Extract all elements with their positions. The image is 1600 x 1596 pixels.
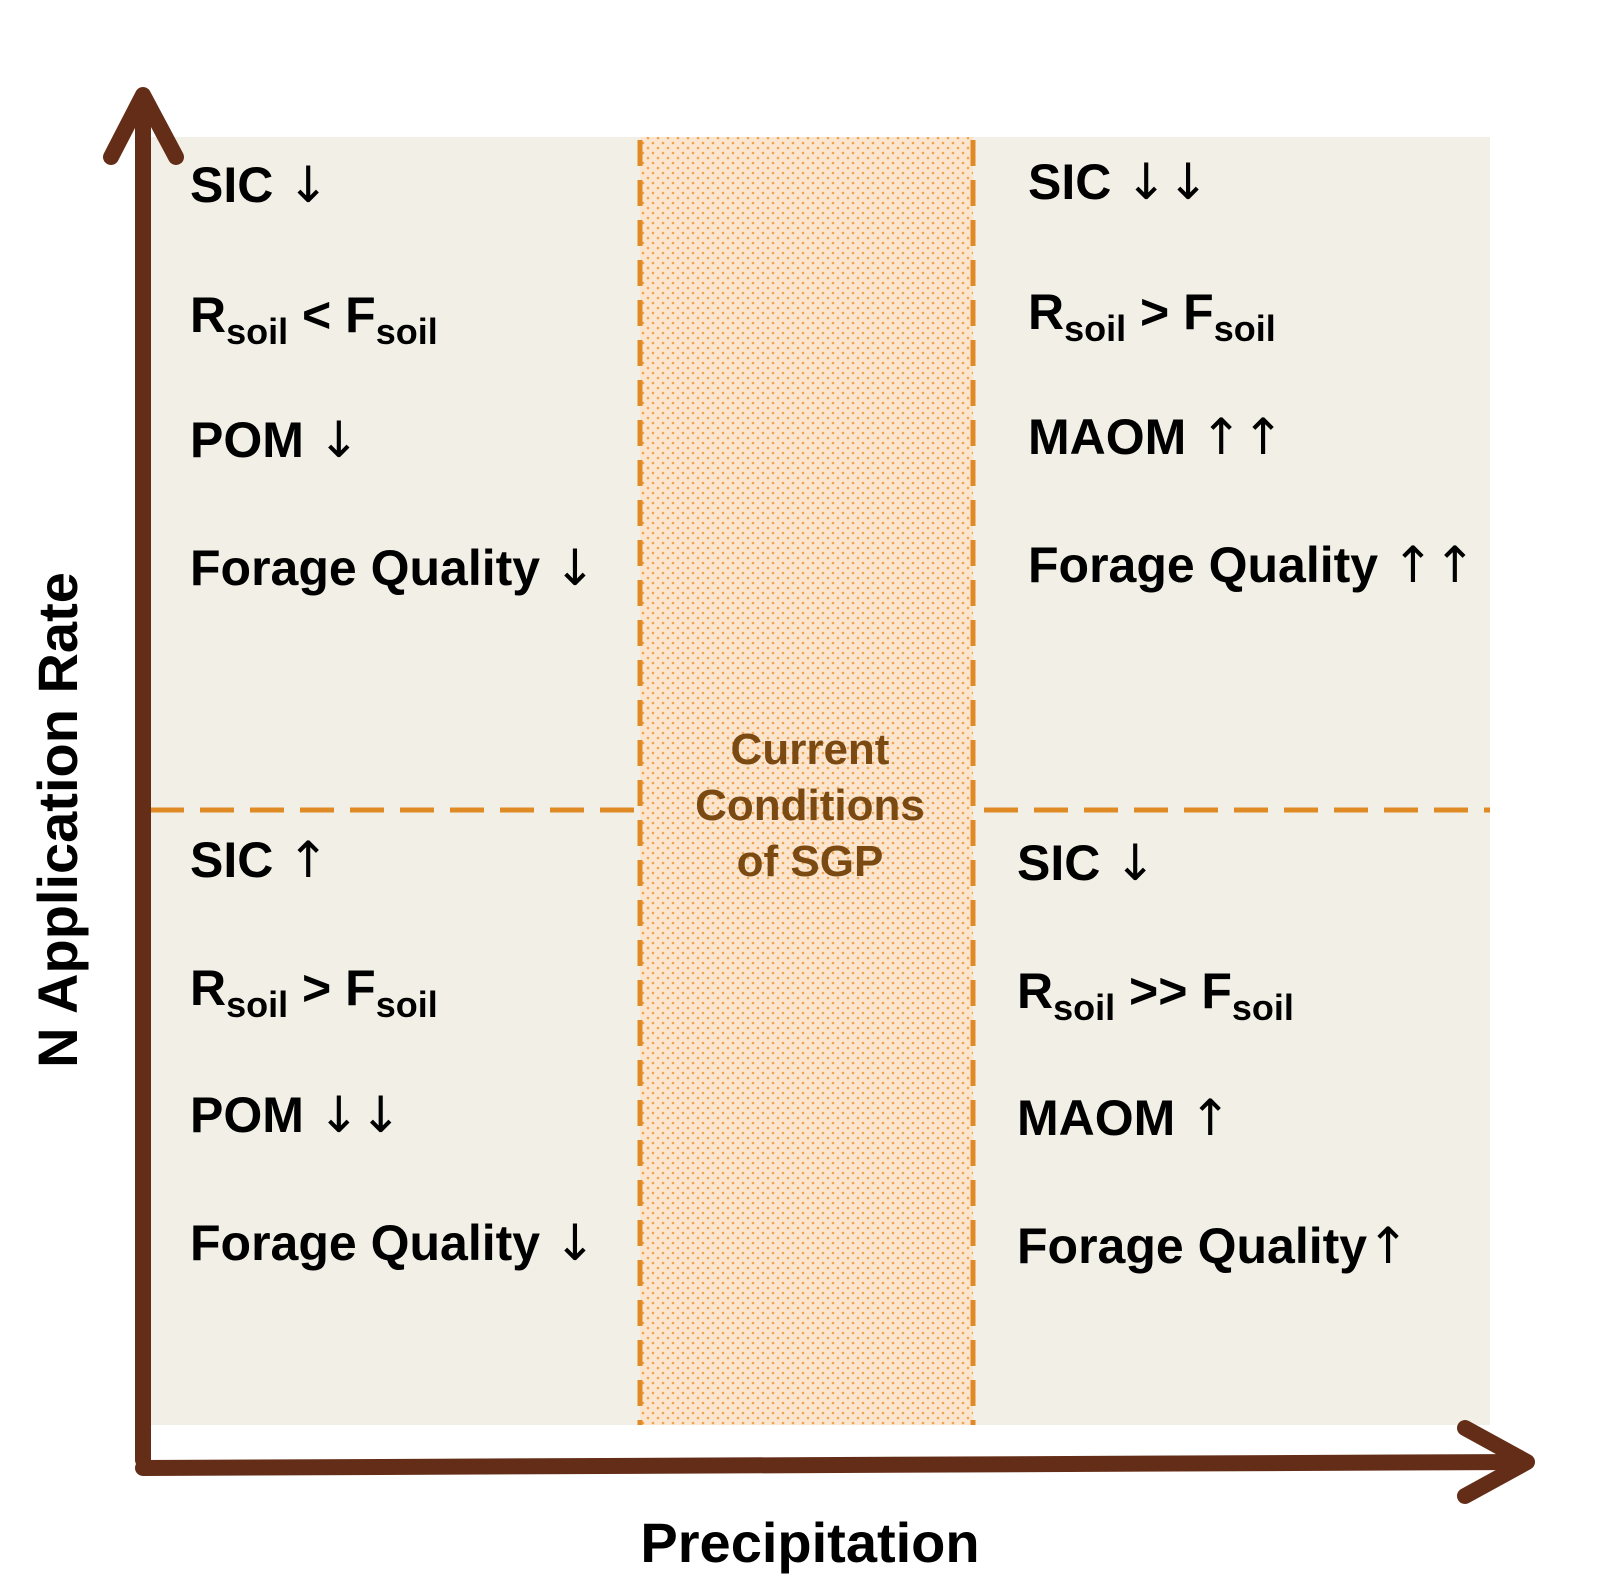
center-band-label: Current Conditions of SGP [650,722,970,890]
bottom-right-forage-quality: Forage Quality↑ [1017,1217,1409,1275]
y-axis [103,87,184,1468]
bottom-left-pom: POM ↓↓ [190,1086,402,1144]
bottom-left-forage-quality: Forage Quality ↓ [190,1214,596,1272]
bottom-right-flux-balance: Rsoil >> Fsoil [1017,963,1294,1028]
x-axis [135,1420,1535,1504]
top-left-pom: POM ↓ [190,411,360,469]
top-right-maom: MAOM ↑↑ [1028,408,1285,466]
top-left-forage-quality: Forage Quality ↓ [190,539,596,597]
center-band-dots [640,137,973,1425]
bottom-right-maom: MAOM ↑ [1017,1089,1232,1147]
bottom-right-sic: SIC ↓ [1017,834,1157,892]
top-right-sic: SIC ↓↓ [1028,153,1210,211]
bottom-left-sic: SIC ↑ [190,831,330,889]
top-right-forage-quality: Forage Quality ↑↑ [1028,536,1476,594]
y-axis-title: N Application Rate [26,572,89,1068]
x-axis-title: Precipitation [640,1511,980,1574]
center-label-line-1: Current [730,725,890,774]
center-label-line-3: of SGP [736,837,884,886]
center-label-line-2: Conditions [695,781,925,830]
top-right-flux-balance: Rsoil > Fsoil [1028,284,1276,349]
bottom-left-flux-balance: Rsoil > Fsoil [190,960,438,1025]
top-left-sic: SIC ↓ [190,156,330,214]
top-left-flux-balance: Rsoil < Fsoil [190,287,438,352]
